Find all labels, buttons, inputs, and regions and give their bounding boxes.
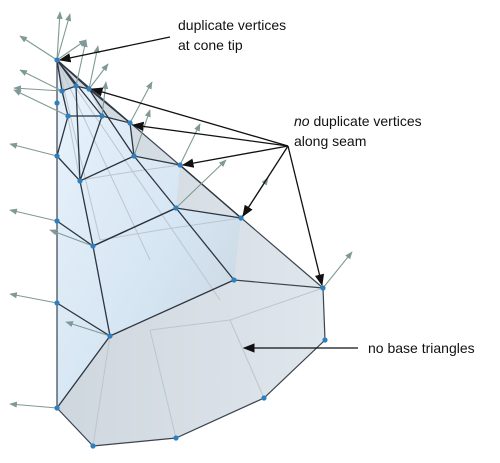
label-tip-line2: at cone tip: [178, 37, 243, 53]
vertex: [173, 435, 179, 441]
vertex: [177, 162, 183, 168]
callout-seam-arrow-5: [287, 145, 325, 287]
label-duplicate-tip: duplicate vertices at cone tip: [178, 15, 286, 55]
vertex: [107, 333, 113, 339]
cone-inner-surface: [57, 60, 241, 408]
vertex: [238, 215, 244, 221]
label-seam-rest: duplicate vertices: [309, 113, 422, 129]
label-seam-line2: along seam: [294, 133, 367, 149]
callout-seam-arrow-1: [90, 87, 289, 147]
mesh-vertices: [54, 57, 328, 449]
vertex: [54, 218, 60, 224]
vertex: [54, 300, 60, 306]
vertex: [90, 443, 96, 449]
vertex: [173, 205, 179, 211]
vertex: [320, 285, 326, 291]
callout-tip-arrow: [58, 36, 171, 63]
callout-seam-arrow-3: [181, 145, 289, 168]
vertex: [99, 113, 105, 119]
vertex: [86, 86, 92, 92]
vertex: [59, 88, 65, 94]
vertex: [261, 395, 267, 401]
vertex: [322, 337, 328, 343]
vertex: [127, 120, 133, 126]
callout-seam-arrow-2: [131, 121, 289, 147]
callout-seam-arrow-4: [242, 145, 289, 217]
vertex: [77, 178, 83, 184]
vertex: [73, 83, 79, 89]
label-no-base-triangles: no base triangles: [368, 340, 475, 356]
label-seam-no: no: [294, 113, 310, 129]
vertex: [90, 243, 96, 249]
vertex: [231, 277, 237, 283]
vertex: [54, 100, 60, 106]
label-seam-line1: no duplicate vertices: [294, 111, 422, 131]
vertex: [65, 113, 71, 119]
vertex: [54, 153, 60, 159]
callout-arrows: [58, 36, 358, 353]
vertex: [131, 153, 137, 159]
vertex-tip: [54, 57, 60, 63]
label-no-duplicate-seam: no duplicate vertices along seam: [294, 111, 422, 151]
label-tip-line1: duplicate vertices: [178, 17, 287, 33]
vertex: [54, 405, 60, 411]
